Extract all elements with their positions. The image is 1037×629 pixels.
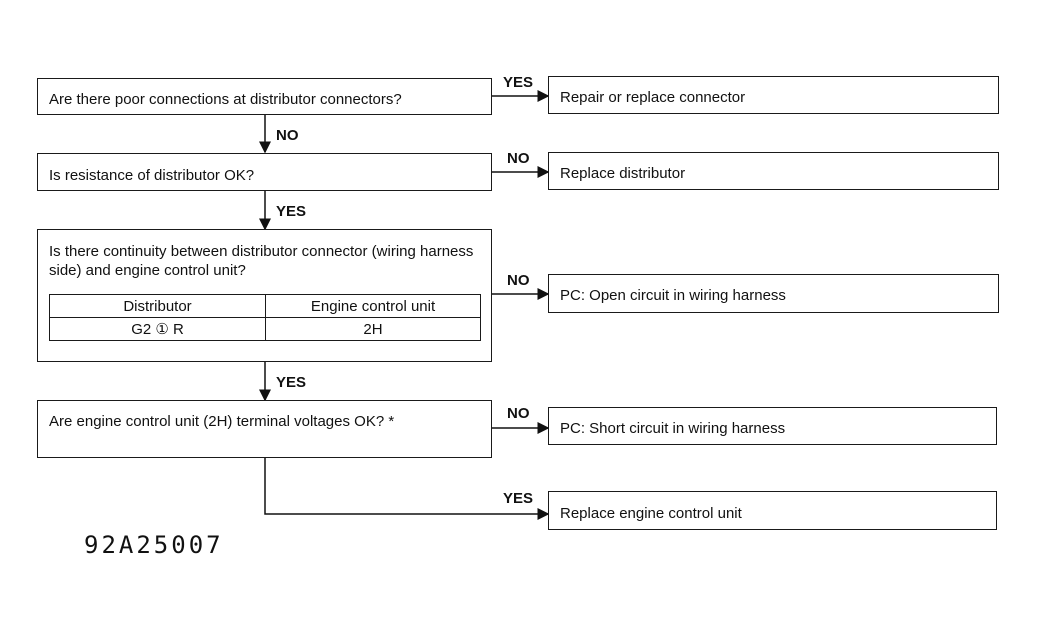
pin-table-header-distributor: Distributor bbox=[49, 294, 266, 318]
label-q2-no: NO bbox=[507, 150, 530, 167]
question-4-text: Are engine control unit (2H) terminal vo… bbox=[49, 413, 395, 430]
label-q3-no: NO bbox=[507, 272, 530, 289]
label-q4-no: NO bbox=[507, 405, 530, 422]
figure-code: 92A25007 bbox=[84, 531, 224, 559]
pin-table-row: G2 ① R 2H bbox=[49, 317, 481, 341]
pin-table-header-row: Distributor Engine control unit bbox=[49, 294, 481, 318]
question-box-1 bbox=[37, 78, 492, 115]
question-2-text: Is resistance of distributor OK? bbox=[49, 167, 255, 184]
arrow-q4-yes bbox=[264, 458, 550, 520]
result-2-text: Replace distributor bbox=[560, 165, 686, 182]
pin-table: Distributor Engine control unit G2 ① R 2… bbox=[49, 294, 481, 341]
question-box-4 bbox=[37, 400, 492, 458]
label-q3-yes: YES bbox=[276, 374, 307, 391]
label-q2-yes: YES bbox=[276, 203, 307, 220]
result-box-5 bbox=[548, 491, 997, 530]
result-4-text: PC: Short circuit in wiring harness bbox=[560, 420, 786, 437]
question-1-text: Are there poor connections at distributo… bbox=[49, 91, 402, 108]
label-q1-yes: YES bbox=[503, 74, 534, 91]
label-q4-yes: YES bbox=[503, 490, 534, 507]
result-box-3 bbox=[548, 274, 999, 313]
result-5-text: Replace engine control unit bbox=[560, 505, 742, 522]
result-box-4 bbox=[548, 407, 997, 445]
label-q1-no: NO bbox=[276, 127, 299, 144]
question-3-text: Is there continuity between distributor … bbox=[49, 243, 474, 279]
result-box-2 bbox=[548, 152, 999, 190]
pin-table-header-ecu: Engine control unit bbox=[265, 294, 481, 318]
result-box-1 bbox=[548, 76, 999, 114]
pin-table-cell-ecu: 2H bbox=[265, 317, 481, 341]
question-box-2 bbox=[37, 153, 492, 191]
pin-table-cell-distributor: G2 ① R bbox=[49, 317, 266, 341]
result-3-text: PC: Open circuit in wiring harness bbox=[560, 287, 786, 304]
result-1-text: Repair or replace connector bbox=[560, 89, 746, 106]
